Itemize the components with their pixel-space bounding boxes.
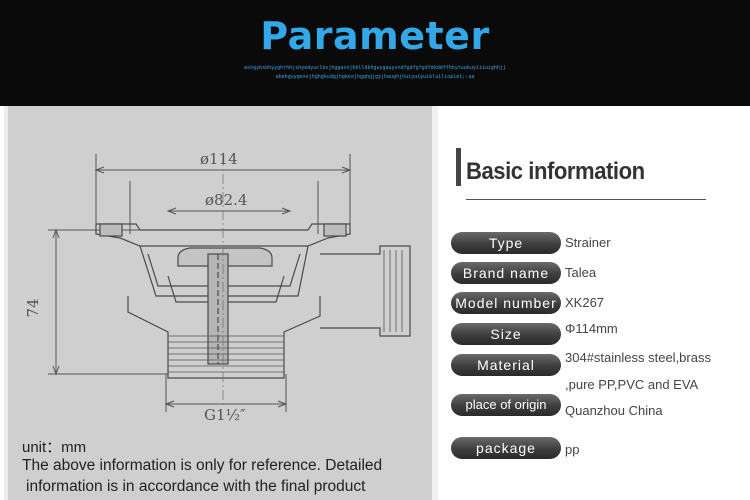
unit-label: unit：mm <box>22 439 87 456</box>
drawing-panel: ø114 ø82.4 74 G1½″ unit：mm The above inf… <box>8 106 432 500</box>
value-package: pp <box>565 442 580 457</box>
label-brand-name: Brand name <box>451 262 561 284</box>
label-place-of-origin: place of origin <box>451 394 561 416</box>
label-package: package <box>451 437 561 459</box>
value-material-line1: 304#stainless steel,brass <box>565 350 711 365</box>
dim-label-outer: ø114 <box>200 150 238 168</box>
header-subtitle-line2: abehguygexvjhghgkudgjhgkexjhgghgjgyjhaug… <box>275 74 475 80</box>
strainer-technical-drawing: ø114 ø82.4 74 G1½″ <box>24 150 411 424</box>
label-type: Type <box>451 232 561 254</box>
label-model-number: Model number <box>451 292 561 314</box>
value-size: Φ114mm <box>565 321 618 336</box>
dim-label-thread: G1½″ <box>204 406 246 424</box>
value-brand-name: Talea <box>565 265 597 280</box>
reference-note-line2: information is in accordance with the fi… <box>26 478 366 495</box>
panel-divider <box>432 106 438 500</box>
label-size: Size <box>451 323 561 345</box>
left-edge <box>4 106 8 500</box>
value-place-of-origin: Quanzhou China <box>565 403 663 418</box>
header-banner: Parameter ashgyhsbhyyghrhhjshyedyuclbsjh… <box>0 0 750 106</box>
section-title: Basic information <box>466 158 645 185</box>
label-material: Material <box>451 354 561 376</box>
reference-note-line1: The above information is only for refere… <box>22 457 383 474</box>
strainer-body <box>95 156 411 406</box>
value-model-number: XK267 <box>565 295 605 310</box>
section-title-underline <box>466 199 706 200</box>
section-title-accent-bar <box>456 148 461 186</box>
page-title: Parameter <box>260 14 490 58</box>
value-type: Strainer <box>565 235 611 250</box>
dim-label-height: 74 <box>24 298 42 317</box>
dim-label-inner: ø82.4 <box>205 191 247 209</box>
header-subtitle-line1: ashgyhsbhyyghrhhjshyedyuclbsjhggasnjbkll… <box>244 65 506 71</box>
value-material-line2: ,pure PP,PVC and EVA <box>565 377 699 392</box>
